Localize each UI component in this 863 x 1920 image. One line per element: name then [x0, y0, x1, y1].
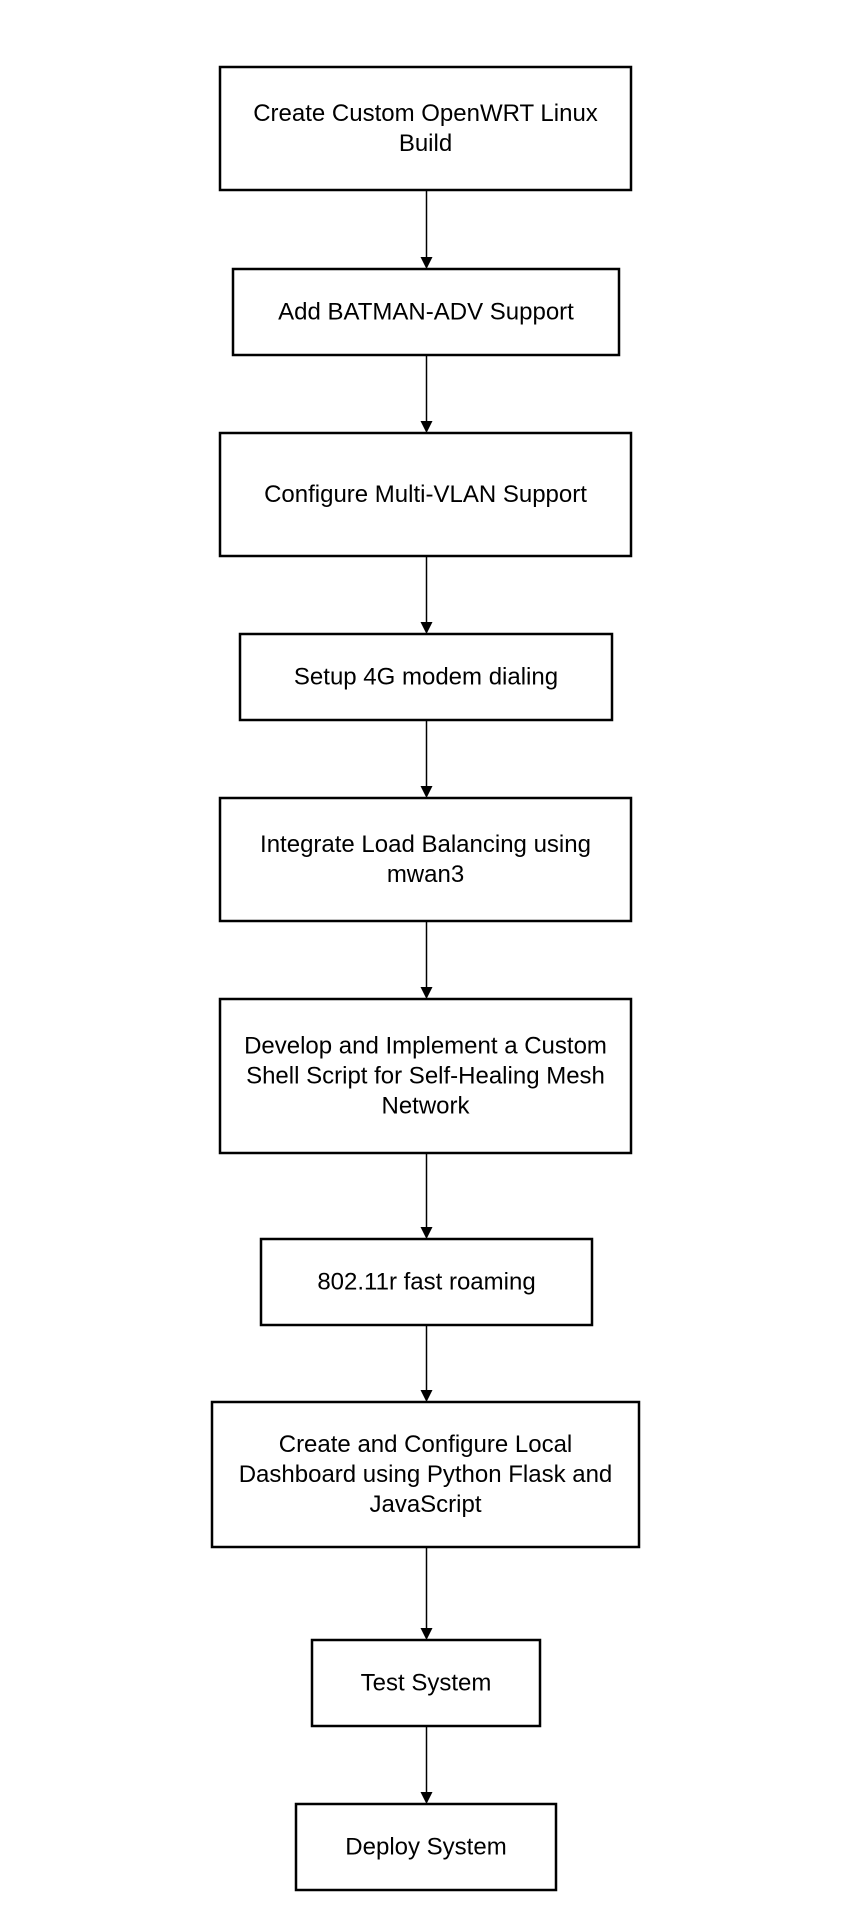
flow-step-fast-roaming: 802.11r fast roaming: [259, 1237, 594, 1327]
arrowhead-icon: [420, 1792, 433, 1804]
arrowhead-icon: [420, 421, 433, 433]
flow-step-box: [238, 632, 614, 722]
flow-arrow-setup-4g-modem-to-integrate-load-balancing: [420, 720, 433, 798]
arrowhead-icon: [420, 987, 433, 999]
flow-step-label: JavaScript: [369, 1491, 481, 1518]
flow-step-box: [294, 1802, 558, 1892]
flow-step-label: Create and Configure Local: [279, 1431, 573, 1458]
arrowhead-icon: [420, 1390, 433, 1402]
flow-step-label: Test System: [361, 1670, 492, 1697]
flow-step-integrate-load-balancing: Integrate Load Balancing using mwan3: [218, 796, 633, 923]
arrowhead-icon: [420, 622, 433, 634]
flow-step-label: Add BATMAN-ADV Support: [278, 299, 574, 326]
flow-step-box: [210, 1400, 641, 1549]
flow-arrow-local-dashboard-to-test-system: [420, 1547, 433, 1640]
flow-step-box: [218, 65, 633, 192]
flow-step-box: [259, 1237, 594, 1327]
flow-step-add-batman-adv: Add BATMAN-ADV Support: [231, 267, 621, 357]
arrowhead-icon: [420, 786, 433, 798]
flow-step-label: Develop and Implement a Custom: [244, 1033, 607, 1060]
flow-step-box: [218, 997, 633, 1155]
flow-step-label: 802.11r fast roaming: [317, 1269, 535, 1296]
flow-arrow-fast-roaming-to-local-dashboard: [420, 1325, 433, 1402]
flow-step-label: Dashboard using Python Flask and: [239, 1461, 613, 1488]
flow-step-label: mwan3: [387, 861, 464, 888]
flow-arrow-configure-multi-vlan-to-setup-4g-modem: [420, 556, 433, 634]
flow-step-label: Network: [381, 1093, 470, 1120]
flow-step-box: [218, 431, 633, 558]
flow-arrow-integrate-load-balancing-to-self-healing-mesh-script: [420, 921, 433, 999]
flow-step-label: Deploy System: [345, 1834, 506, 1861]
arrowhead-icon: [420, 1628, 433, 1640]
flow-step-box: [310, 1638, 542, 1728]
flow-step-label: Shell Script for Self-Healing Mesh: [246, 1063, 605, 1090]
flow-step-deploy-system: Deploy System: [294, 1802, 558, 1892]
flow-step-test-system: Test System: [310, 1638, 542, 1728]
flow-arrow-self-healing-mesh-script-to-fast-roaming: [420, 1153, 433, 1239]
arrowhead-icon: [420, 1227, 433, 1239]
flow-step-box: [231, 267, 621, 357]
flow-step-label: Integrate Load Balancing using: [260, 831, 591, 858]
flow-step-setup-4g-modem: Setup 4G modem dialing: [238, 632, 614, 722]
arrowhead-icon: [420, 257, 433, 269]
flow-arrow-create-openwrt-build-to-add-batman-adv: [420, 190, 433, 269]
flow-step-label: Setup 4G modem dialing: [294, 664, 558, 691]
flow-step-label: Create Custom OpenWRT Linux: [253, 100, 598, 127]
flow-step-box: [218, 796, 633, 923]
flow-step-label: Build: [399, 130, 452, 157]
flow-step-configure-multi-vlan: Configure Multi-VLAN Support: [218, 431, 633, 558]
flow-arrow-test-system-to-deploy-system: [420, 1726, 433, 1804]
flow-arrow-add-batman-adv-to-configure-multi-vlan: [420, 355, 433, 433]
flow-step-label: Configure Multi-VLAN Support: [264, 481, 587, 508]
